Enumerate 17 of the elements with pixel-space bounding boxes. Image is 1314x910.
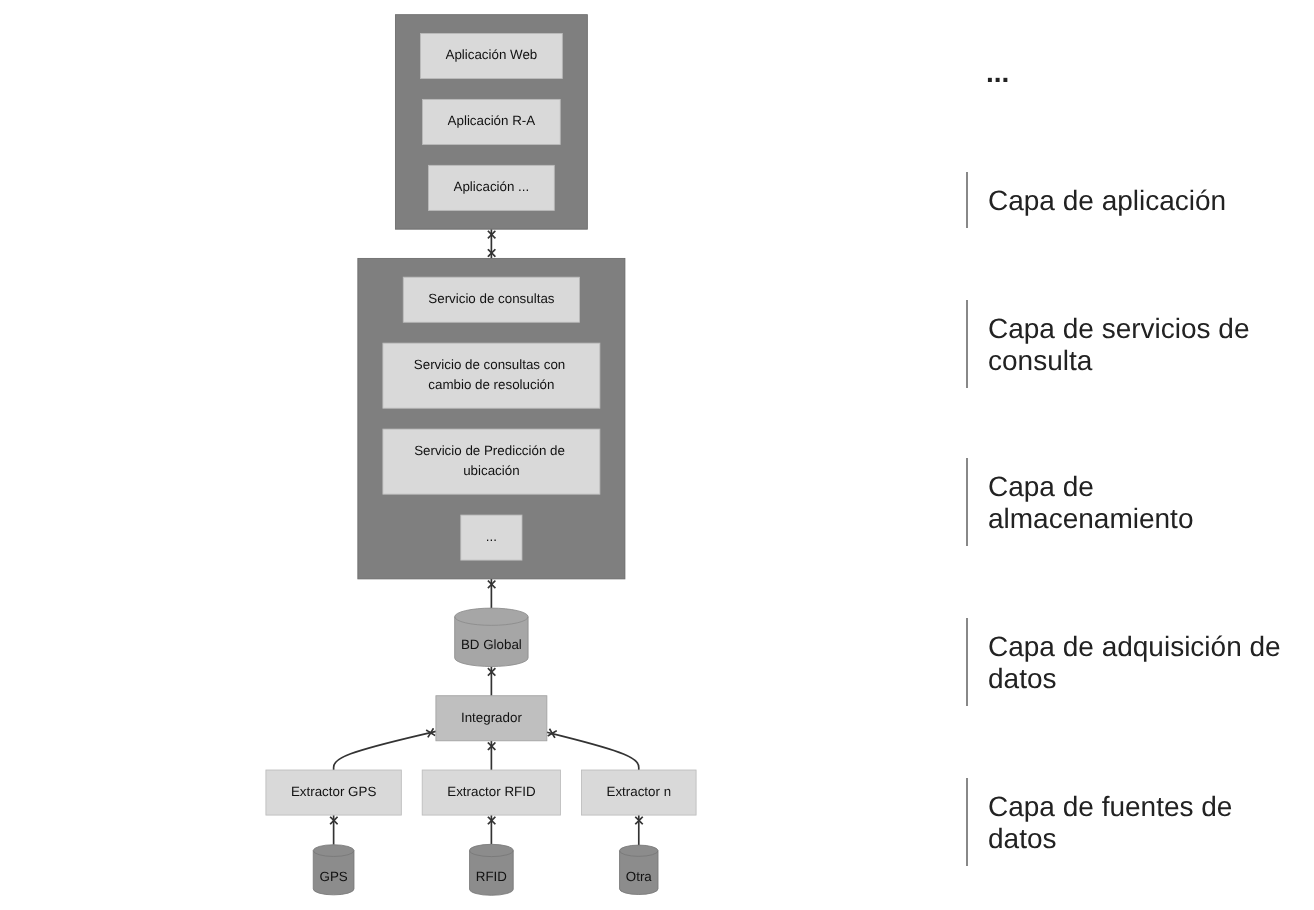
connector xyxy=(329,814,339,846)
connector xyxy=(487,665,497,697)
layer-label: Capa de servicios de consulta xyxy=(966,299,1306,388)
connector xyxy=(634,814,644,846)
layer-label: Capa de aplicación xyxy=(966,171,1306,228)
connector xyxy=(487,739,497,771)
layer-label: Capa de adquisición de datos xyxy=(966,618,1306,707)
connector xyxy=(546,727,640,771)
cluster xyxy=(357,258,626,580)
connector xyxy=(487,578,497,609)
layer-label: Capa de almacenamiento xyxy=(966,458,1306,547)
connector xyxy=(487,228,497,260)
connector xyxy=(332,727,437,771)
ellipsis-note: ... xyxy=(984,53,1012,92)
layer-label: Capa de fuentes de datos xyxy=(966,778,1306,867)
cluster xyxy=(395,14,588,230)
connector xyxy=(487,814,497,846)
